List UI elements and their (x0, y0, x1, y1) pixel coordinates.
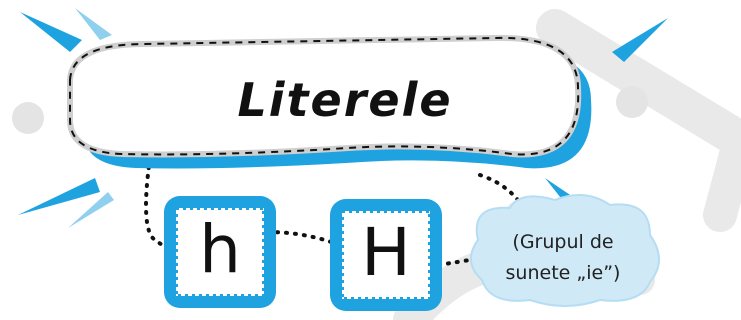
watermark-dot-left (12, 102, 44, 134)
note-cloud (470, 194, 660, 307)
stamp-frame-icon-lower (164, 196, 276, 308)
title-banner (67, 34, 592, 169)
note-line-2: sunete „ie”) (505, 262, 621, 284)
sound-group-note: (Grupul de sunete „ie”) (478, 227, 648, 289)
stamp-frame-icon-upper (330, 199, 442, 311)
watermark-dot-right (616, 86, 648, 118)
note-line-1: (Grupul de (512, 231, 614, 253)
letter-uppercase: H (361, 214, 411, 291)
page-title: Literele (237, 73, 453, 127)
letter-lowercase: h (199, 211, 241, 288)
